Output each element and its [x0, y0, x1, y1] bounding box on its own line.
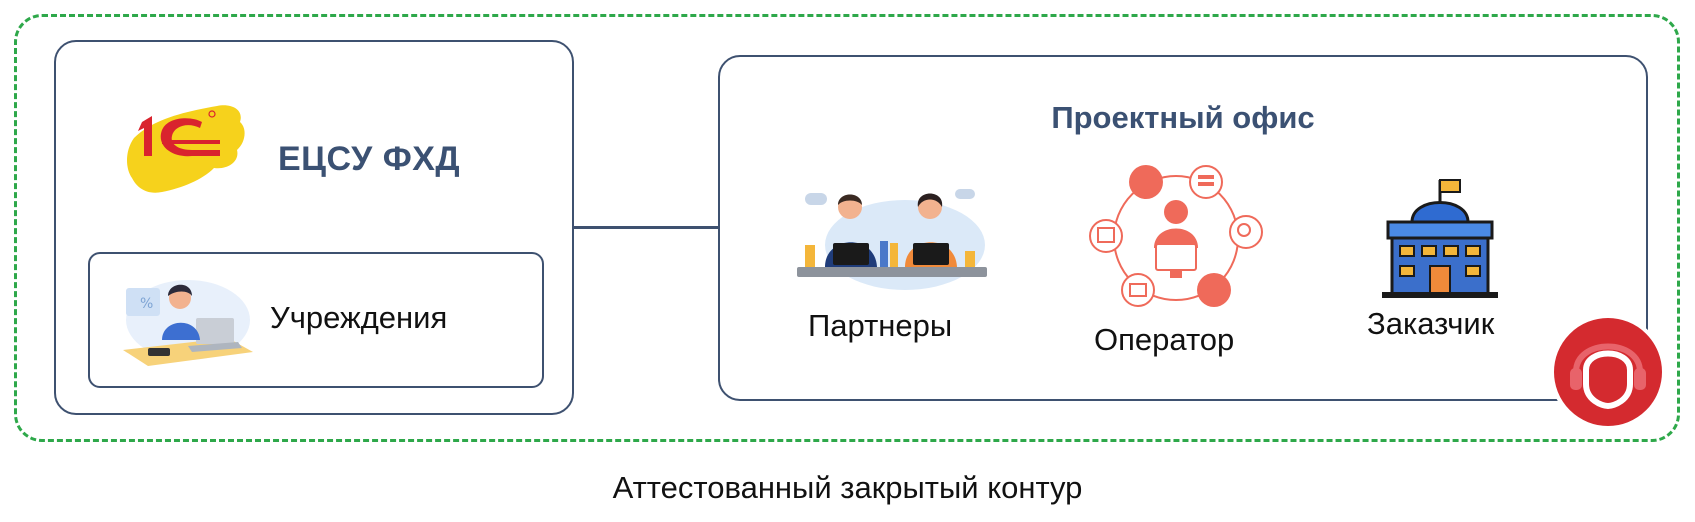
1c-logo-icon — [122, 100, 270, 212]
call-center-agents-icon — [795, 185, 990, 290]
svg-text:%: % — [140, 296, 153, 312]
connector-line — [574, 226, 718, 229]
attested-contour-border — [14, 14, 1680, 442]
operator-label: Оператор — [1094, 322, 1235, 357]
institutions-box — [88, 252, 544, 388]
institutions-label: Учреждения — [270, 300, 448, 335]
contour-caption: Аттестованный закрытый контур — [612, 470, 1083, 505]
project-office-title: Проектный офис — [1051, 100, 1315, 135]
accountant-woman-icon: % — [118, 270, 263, 375]
partners-label: Партнеры — [808, 308, 953, 343]
headset-support-icon — [1548, 312, 1668, 432]
government-building-icon — [1378, 178, 1503, 300]
operator-network-icon — [1086, 160, 1266, 310]
customer-label: Заказчик — [1367, 306, 1495, 341]
system-name: ЕЦСУ ФХД — [278, 140, 461, 178]
